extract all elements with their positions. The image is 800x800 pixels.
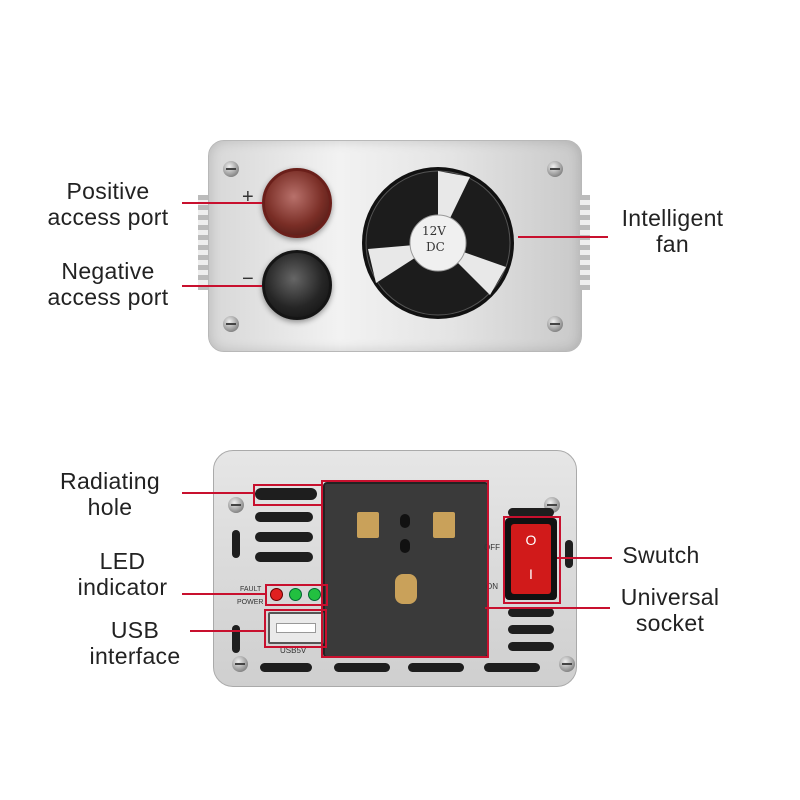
socket-hole [395,574,417,604]
radiating-hole [255,552,313,562]
screw-icon [223,316,239,332]
negative-terminal[interactable] [262,250,332,320]
fan-voltage-text: 12V [422,224,446,238]
radiating-highlight [253,484,323,506]
radiating-hole [232,530,240,558]
radiating-hole [334,663,390,672]
usb-highlight [264,609,327,648]
radiating-hole [408,663,464,672]
pointer-line [182,492,254,494]
switch-on-symbol: I [529,566,533,582]
led-power-icon [289,588,302,601]
power-marking: POWER [237,599,264,606]
radiating-hole [484,663,540,672]
radiating-hole [255,488,317,500]
switch-highlight [503,516,561,604]
socket-hole [400,539,410,553]
led-highlight [265,584,328,606]
side-ridges [580,195,590,290]
positive-terminal[interactable] [262,168,332,238]
pointer-line [182,202,262,204]
negative-sign: − [242,268,254,290]
screw-icon [547,316,563,332]
on-marking: ON [486,582,498,591]
socket-pin [357,512,379,538]
switch-label: Swutch [622,542,700,568]
radiating-hole [508,608,554,617]
fault-marking: FAULT [240,586,262,593]
screw-icon [547,161,563,177]
fan-icon [362,167,514,319]
pointer-line [485,607,610,609]
radiating-hole [260,663,312,672]
side-ridges [198,195,208,290]
positive-sign: + [242,186,254,208]
pointer-line [190,630,266,632]
power-switch[interactable]: O I [505,518,557,600]
pointer-line [182,593,266,595]
radiating-hole [508,508,554,517]
screw-icon [559,656,575,672]
usb-port[interactable] [268,612,324,644]
socket-hole [400,514,410,528]
screw-icon [228,497,244,513]
usb5v-marking: USB5V [280,646,307,655]
radiating-hole [255,532,313,542]
fan-dc-text: DC [426,240,445,254]
radiating-hole [255,512,313,522]
off-marking: OFF [484,543,500,552]
switch-off-symbol: O [525,532,537,548]
radiating-hole [508,625,554,634]
radiating-hole [508,642,554,651]
radiating-hole [232,625,240,653]
screw-icon [232,656,248,672]
radiating-hole [565,540,573,568]
screw-icon [223,161,239,177]
universal-socket[interactable] [323,482,489,658]
led-power-icon [308,588,321,601]
socket-pin [433,512,455,538]
pointer-line [557,557,612,559]
pointer-line [518,236,608,238]
pointer-line [182,285,262,287]
led-fault-icon [270,588,283,601]
socket-highlight [321,480,489,658]
